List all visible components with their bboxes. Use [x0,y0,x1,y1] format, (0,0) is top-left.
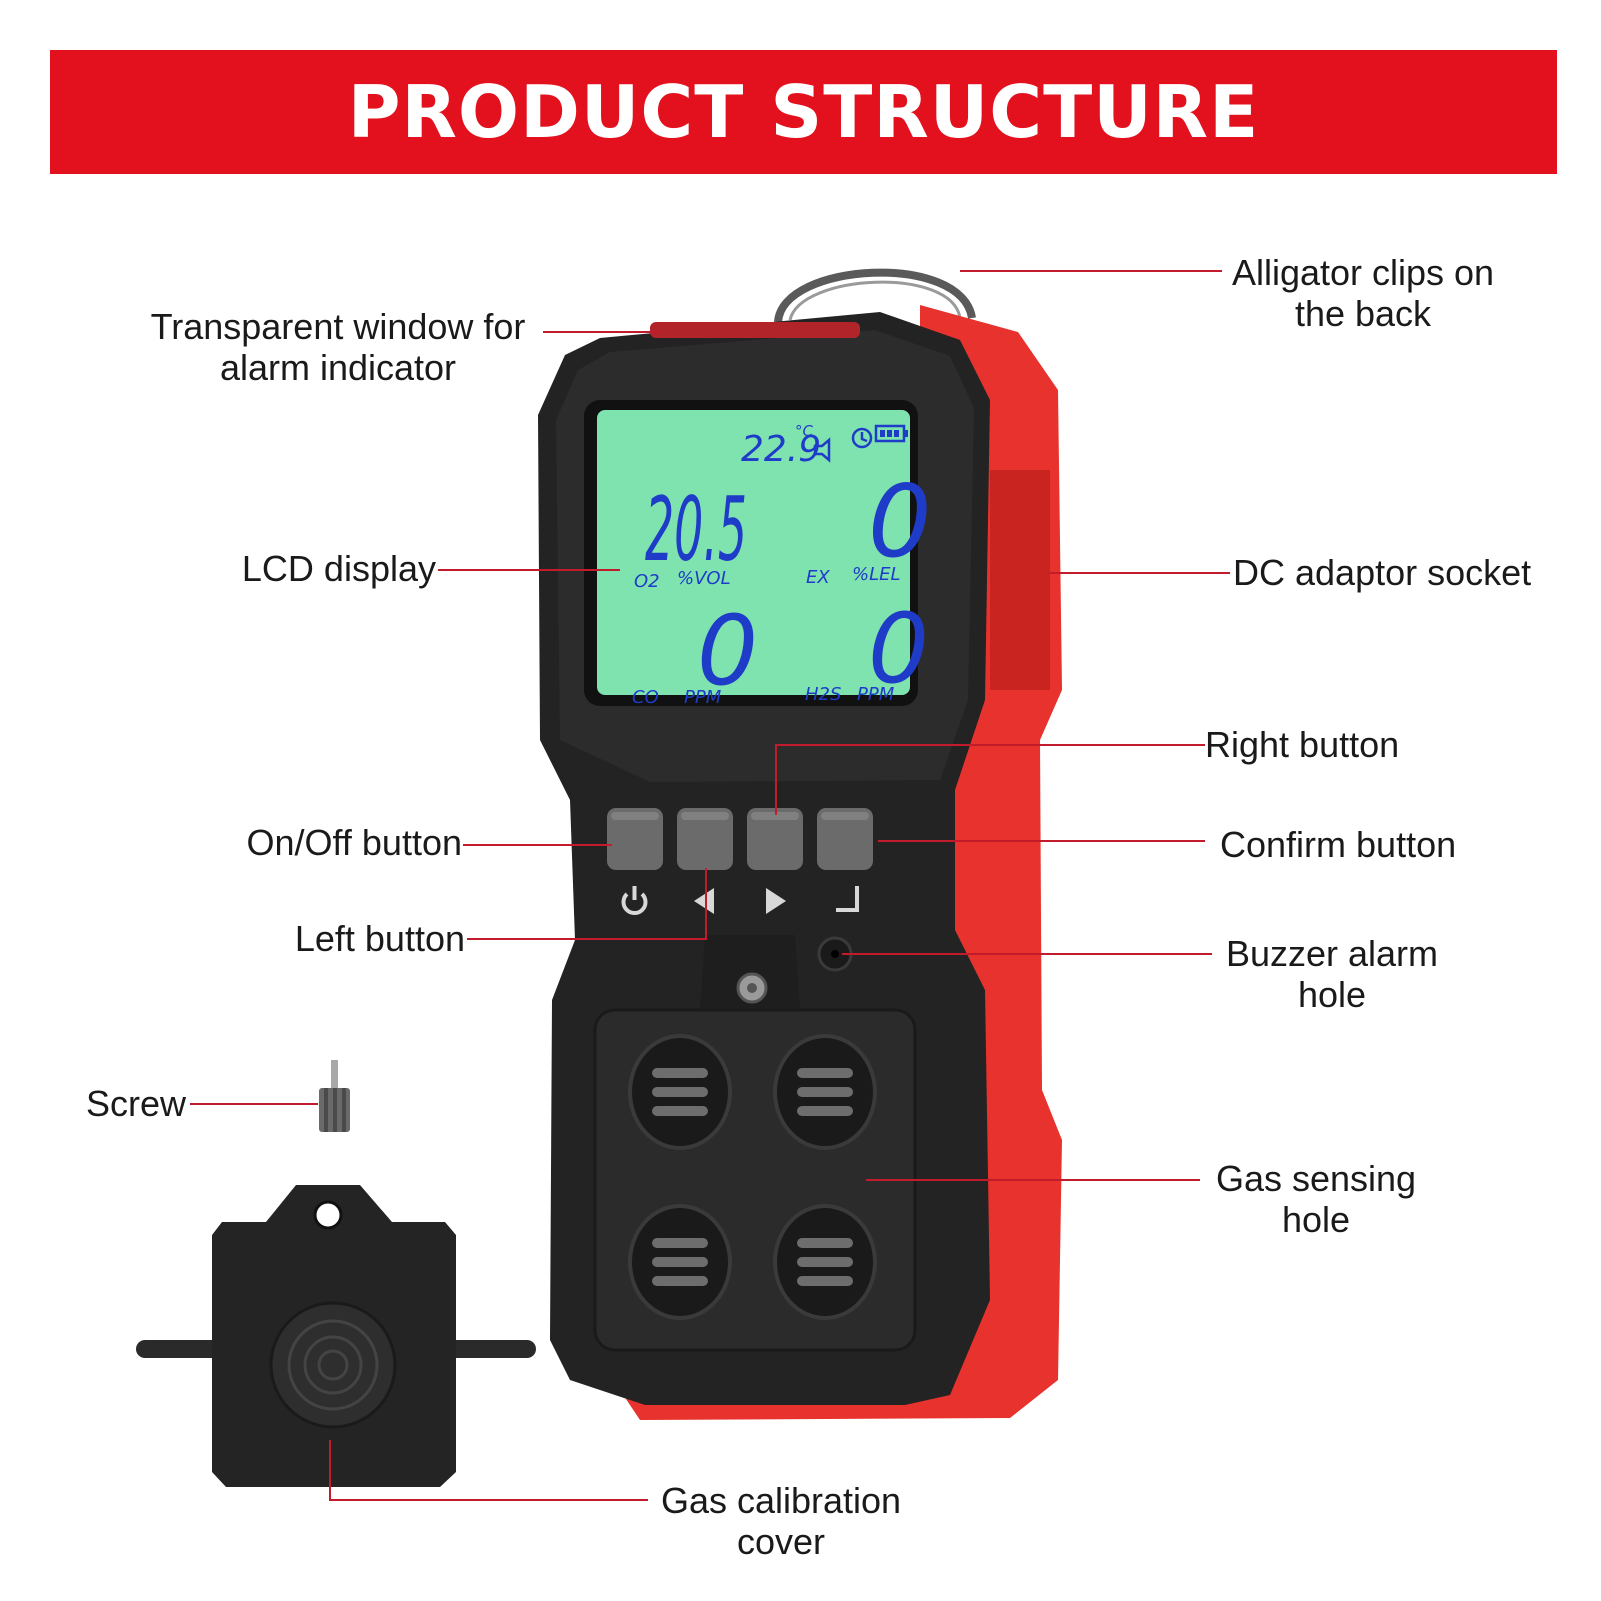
lcd-h2s-value: 0 [868,593,929,705]
arrow-left-icon [694,888,714,914]
arrow-right-icon [766,888,786,914]
label-gas-sensing: Gas sensing hole [1196,1158,1436,1240]
lcd-o2-name: O2 [634,571,660,592]
battery-icon [874,424,908,443]
lcd-h2s-unit: PPM [857,684,895,705]
enter-icon [836,886,859,912]
label-calibration-line1: Gas calibration [660,1480,902,1521]
lcd-ex-unit: %LEL [852,564,901,585]
label-alligator-clips-line2: the back [1294,293,1432,334]
label-calibration: Gas calibration cover [636,1480,926,1562]
label-buzzer-line2: hole [1297,974,1367,1015]
gas-calibration-cover [136,1185,536,1487]
label-buzzer-line1: Buzzer alarm [1225,933,1439,974]
leader-calibration [329,1440,648,1501]
label-screw: Screw [86,1083,187,1124]
header-banner: PRODUCT STRUCTURE [50,50,1557,174]
timer-icon [851,427,873,449]
lcd-o2-value: 20.5 [645,478,747,581]
transparent-window [650,322,860,338]
label-confirm-button: Confirm button [1220,824,1457,865]
label-gas-sensing-line1: Gas sensing [1215,1158,1417,1199]
loose-screw [319,1060,350,1132]
lcd-o2-unit: %VOL [677,568,731,589]
label-alligator-clips-line1: Alligator clips on [1231,252,1495,293]
label-dc-adaptor: DC adaptor socket [1233,552,1532,593]
label-calibration-line2: cover [736,1521,826,1562]
gas-sensing-hole [773,1204,877,1320]
lcd-temp-unit: °C [795,422,814,440]
power-icon [621,886,648,916]
onoff-button[interactable] [607,808,663,870]
label-gas-sensing-line2: hole [1281,1199,1351,1240]
leader-left [467,868,707,940]
lcd-co-name: CO [632,687,659,708]
gas-sensing-hole [628,1204,732,1320]
label-right-button: Right button [1205,724,1400,765]
gas-sensing-hole [628,1034,732,1150]
lcd-co-value: 0 [697,595,758,707]
label-lcd-display: LCD display [241,548,436,589]
label-alligator-clips: Alligator clips on the back [1218,252,1508,334]
label-left-button: Left button [294,918,465,959]
leader-lines [190,270,1230,1501]
page-title: PRODUCT STRUCTURE [347,70,1260,154]
speaker-icon [813,437,831,463]
leader-right [775,744,1205,815]
label-buzzer: Buzzer alarm hole [1212,933,1452,1015]
lcd-screen [597,410,910,695]
label-onoff-button: On/Off button [246,822,462,863]
confirm-button[interactable] [817,808,873,870]
lcd-ex-name: EX [806,567,830,588]
label-transparent-window: Transparent window for alarm indicator [120,306,556,388]
gas-sensing-hole [773,1034,877,1150]
left-button[interactable] [677,808,733,870]
right-button[interactable] [747,808,803,870]
alligator-clip-ring [774,268,976,323]
lcd-ex-value: 0 [868,463,932,580]
lcd-h2s-name: H2S [805,684,841,705]
label-transparent-window-line2: alarm indicator [219,347,457,388]
label-transparent-window-line1: Transparent window for [150,306,526,347]
lcd-co-unit: PPM [684,687,722,708]
lcd-temperature: 22.9 [741,429,821,470]
